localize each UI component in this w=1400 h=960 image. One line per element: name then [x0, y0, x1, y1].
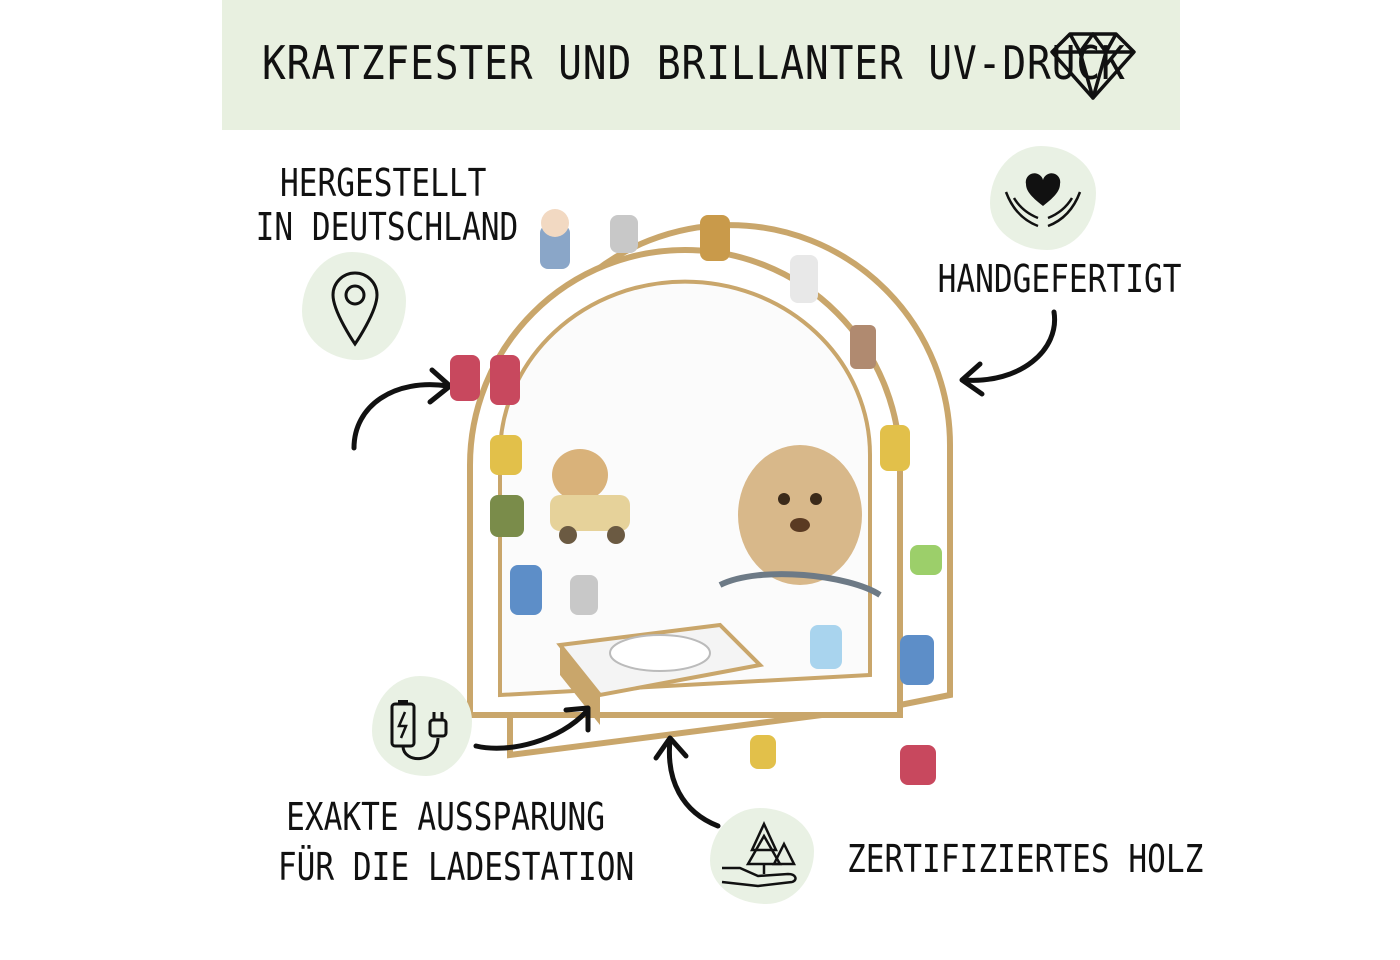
cutout-arrow-icon: [473, 705, 591, 751]
banner-title: KRATZFESTER UND BRILLANTER UV-DRUCK: [262, 36, 1126, 90]
cutout-label-line2: FÜR DIE LADESTATION: [277, 845, 635, 889]
diamond-icon: [1050, 32, 1136, 100]
battery-charger-icon: [390, 700, 448, 761]
made-in-label-line1: HERGESTELLT: [280, 161, 487, 205]
top-banner: [222, 0, 1180, 130]
trees-in-hand-icon: [721, 821, 797, 888]
wood-icon-bg: [710, 808, 814, 904]
handmade-arrow-icon: [959, 309, 1058, 397]
lion-cub-art: [718, 445, 882, 598]
wood-label: ZERTIFIZIERTES HOLZ: [847, 837, 1204, 881]
location-pin-icon: [331, 271, 379, 347]
handmade-label: HANDGEFERTIGT: [937, 257, 1182, 301]
cutout-label-line1: EXAKTE AUSSPARUNG: [286, 795, 606, 839]
wood-arrow-icon: [653, 735, 721, 829]
lion-car-art: [550, 449, 630, 544]
figurines: [450, 209, 942, 785]
product-shelf-image: [450, 209, 953, 785]
heart-hands-icon: [1004, 173, 1082, 228]
